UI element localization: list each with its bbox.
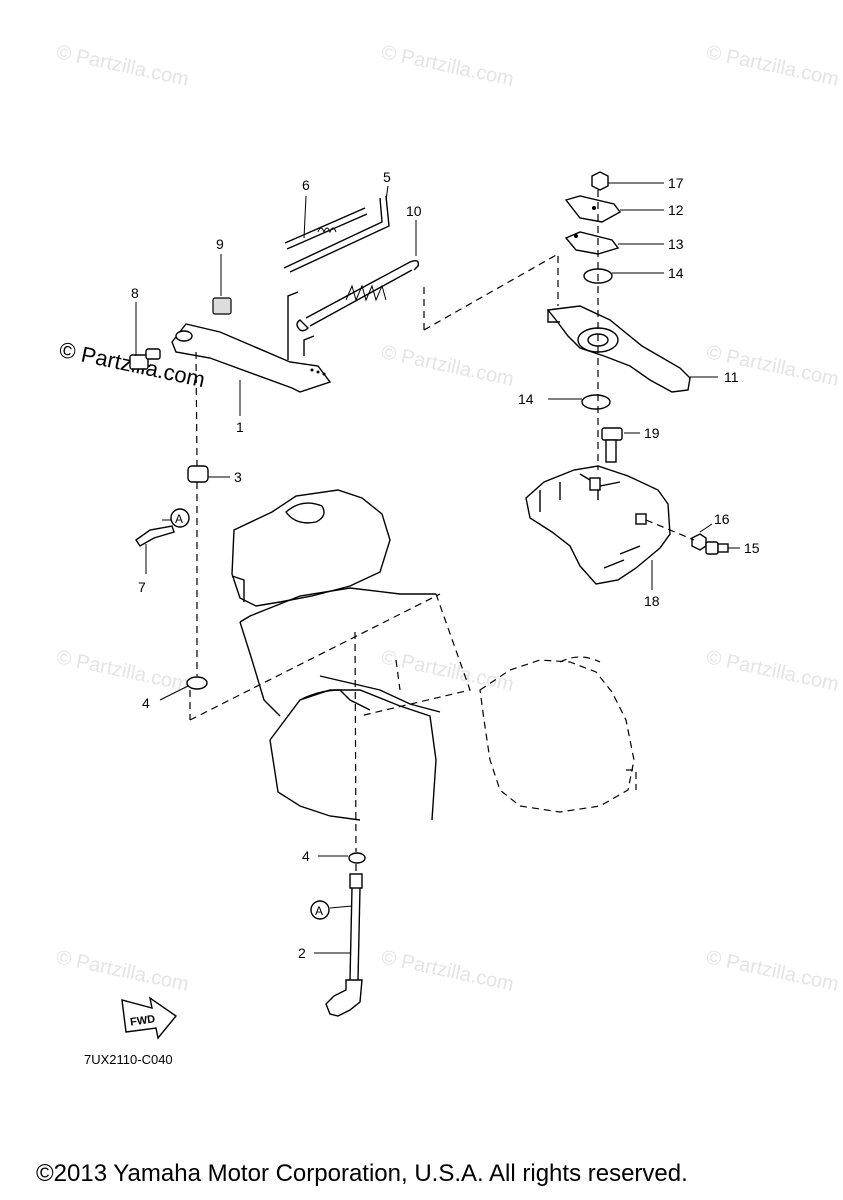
callout-4-lower: 4 (302, 848, 310, 864)
part-16-nut[interactable] (691, 533, 707, 551)
part-19-bolt[interactable] (601, 427, 623, 463)
engine-outline (231, 489, 637, 821)
callout-16: 16 (714, 511, 730, 527)
callout-6: 6 (302, 177, 310, 193)
part-5-cable[interactable] (283, 195, 390, 273)
part-6-rod[interactable] (284, 207, 368, 250)
callout-19: 19 (644, 425, 660, 441)
callout-11: 11 (724, 369, 739, 385)
callout-15: 15 (744, 540, 760, 556)
part-3-collar[interactable] (187, 465, 209, 483)
reference-marker-a-upper: A (170, 508, 190, 528)
callout-2: 2 (298, 945, 306, 961)
fwd-arrow-icon: FWD (121, 996, 178, 1040)
part-4-washer-upper[interactable] (186, 676, 208, 690)
part-10-rod[interactable] (296, 259, 420, 332)
part-8-bolt[interactable] (129, 348, 161, 370)
callout-13: 13 (668, 236, 684, 252)
part-14-washer-lower[interactable] (581, 394, 611, 410)
callout-12: 12 (668, 202, 684, 218)
svg-text:FWD: FWD (129, 1013, 156, 1028)
part-12-plate[interactable] (564, 195, 622, 223)
svg-text:A: A (175, 512, 183, 526)
callout-4-upper: 4 (142, 695, 150, 711)
callout-5: 5 (383, 169, 391, 185)
part-4-washer-lower[interactable] (348, 852, 366, 864)
diagram-code: 7UX2110-C040 (84, 1052, 173, 1067)
part-7-pin[interactable] (135, 525, 175, 547)
part-11-lever[interactable] (546, 305, 691, 393)
callout-14-upper: 14 (668, 265, 684, 281)
callout-18: 18 (644, 593, 660, 609)
leader-lines (135, 182, 740, 954)
reference-marker-a-lower: A (310, 900, 330, 920)
svg-text:A: A (315, 904, 323, 918)
callout-labels: 1 2 3 4 4 5 6 7 8 9 10 11 12 13 14 14 15… (131, 169, 760, 961)
callout-8: 8 (131, 285, 139, 301)
copyright-notice: ©2013 Yamaha Motor Corporation, U.S.A. A… (36, 1160, 688, 1187)
callout-10: 10 (406, 203, 422, 219)
part-17-nut[interactable] (591, 171, 609, 191)
callout-17: 17 (668, 175, 684, 191)
part-13-plate[interactable] (564, 231, 620, 255)
part-9-nut[interactable] (212, 297, 232, 315)
callout-9: 9 (216, 236, 224, 252)
callout-14-lower: 14 (518, 391, 534, 407)
part-1-lever[interactable] (171, 291, 332, 393)
assembly-lines (189, 190, 695, 874)
part-15-bolt[interactable] (705, 541, 729, 555)
callout-1: 1 (236, 419, 244, 435)
part-18-bracket[interactable] (525, 465, 671, 585)
callout-7: 7 (138, 579, 146, 595)
callout-3: 3 (234, 469, 242, 485)
part-2-shift-rod[interactable] (325, 873, 363, 1017)
